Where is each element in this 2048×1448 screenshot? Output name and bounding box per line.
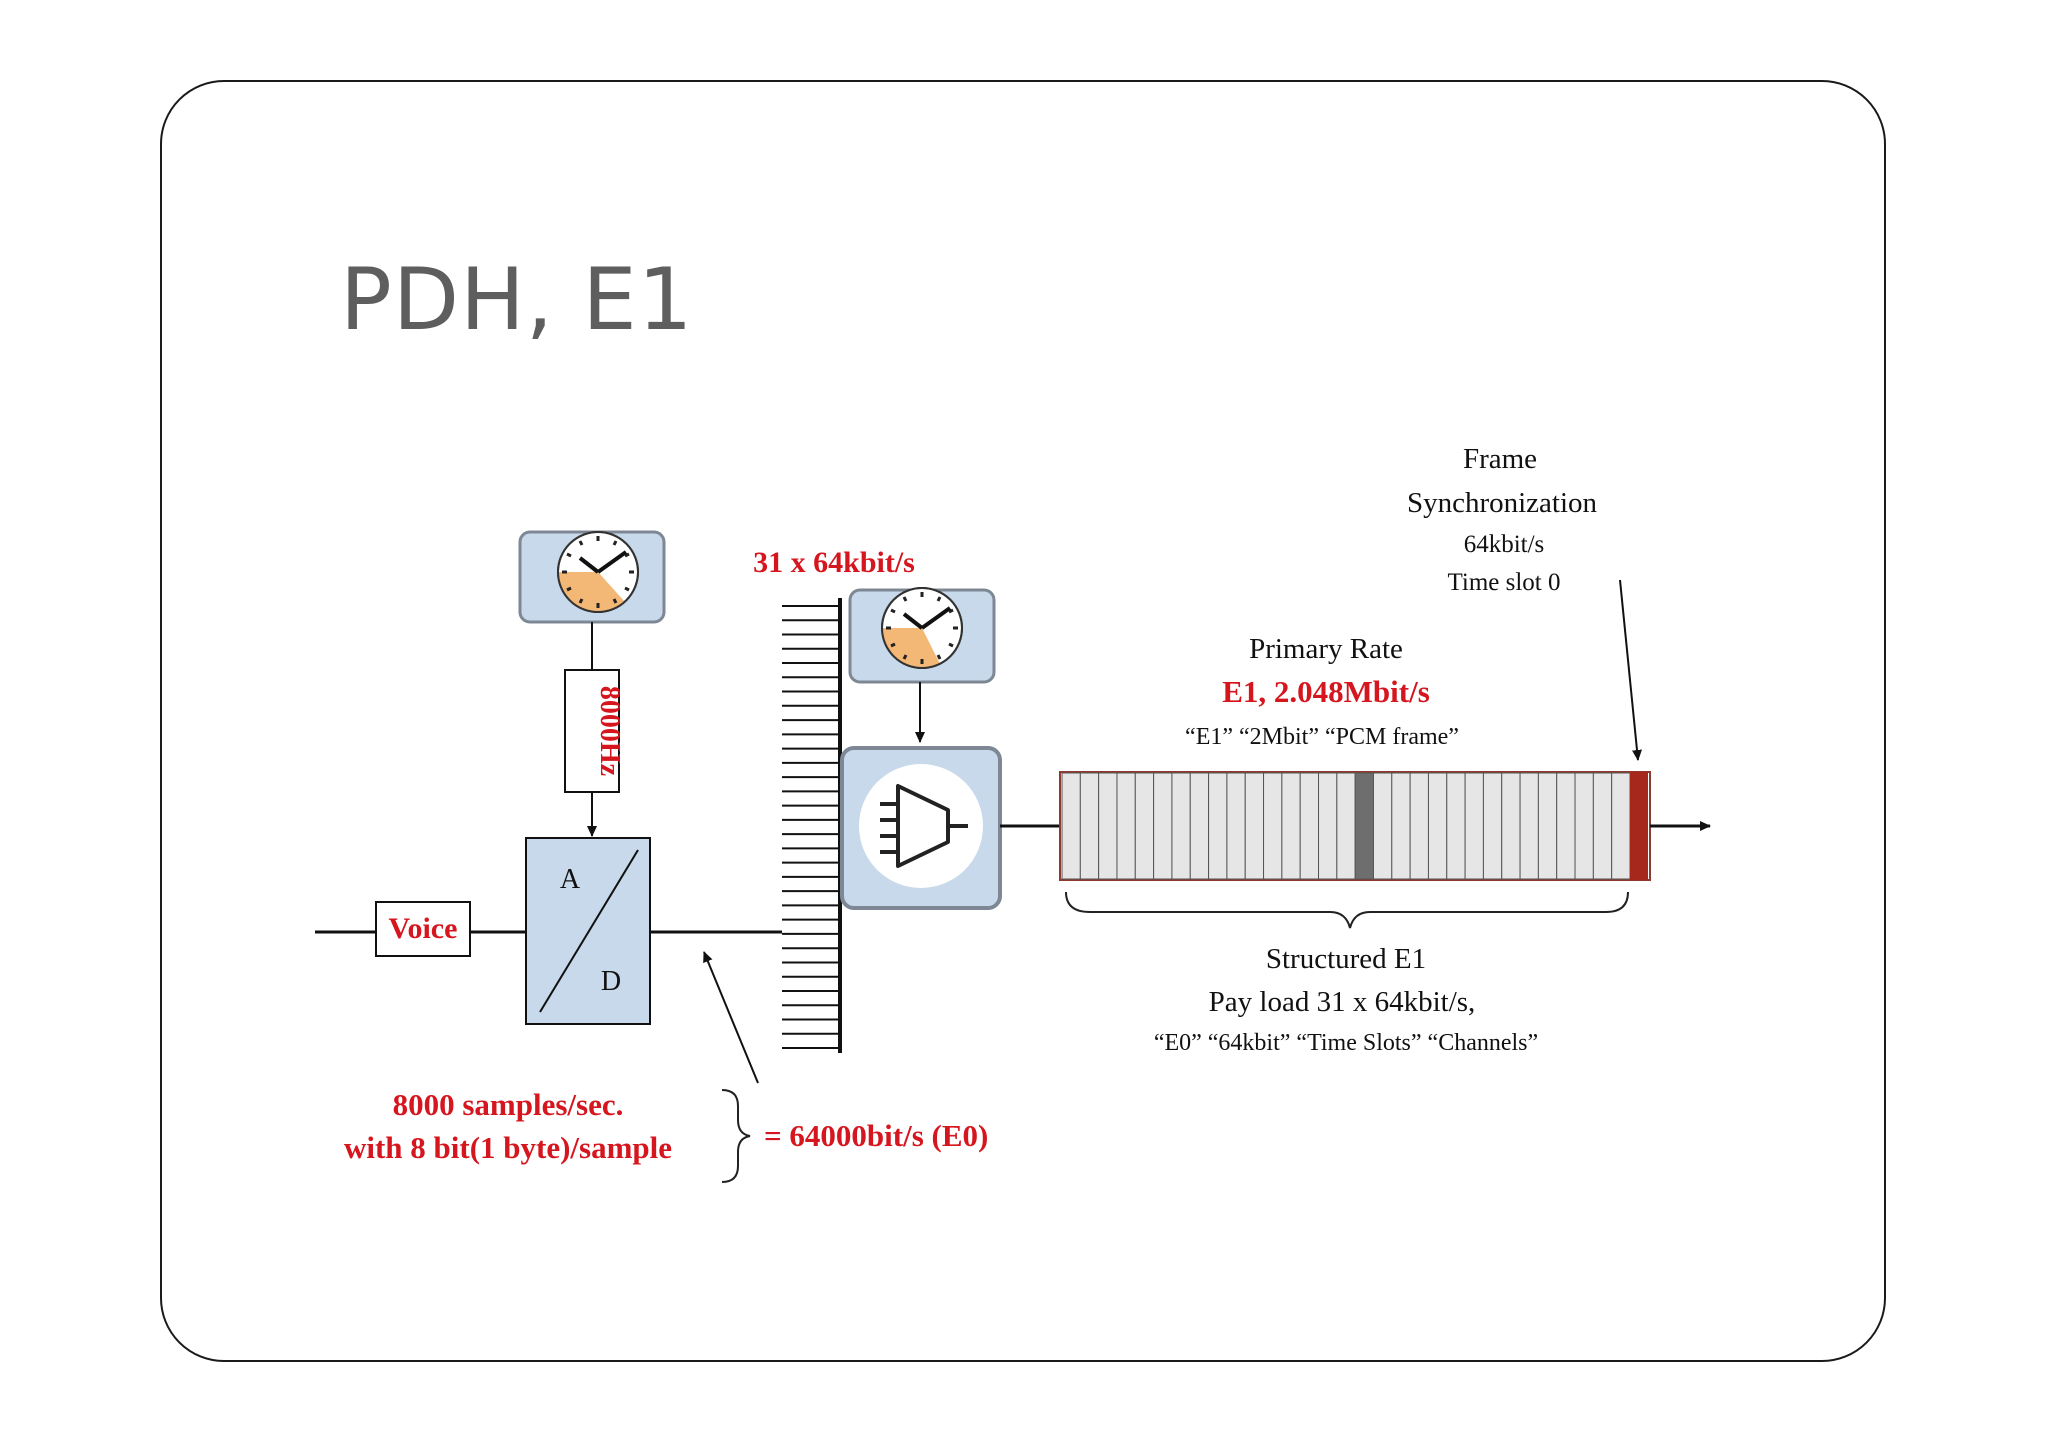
timeslot bbox=[1299, 772, 1320, 880]
timeslot bbox=[1519, 772, 1539, 880]
multiplexer-icon bbox=[840, 746, 1002, 910]
timeslot bbox=[1189, 772, 1210, 880]
timeslot bbox=[1611, 772, 1631, 880]
frame-sync-line3: 64kbit/s bbox=[1464, 531, 1545, 558]
timeslot bbox=[1098, 772, 1118, 880]
timeslot bbox=[1116, 772, 1136, 880]
timeslot bbox=[1482, 772, 1503, 880]
voice-label: Voice bbox=[389, 912, 458, 945]
timeslot bbox=[1592, 772, 1613, 880]
clock-icon bbox=[848, 587, 996, 684]
timeslot bbox=[1354, 772, 1374, 880]
clock-rate-label: 8000Hz bbox=[594, 686, 625, 776]
adc-bottom-label: D bbox=[601, 966, 621, 997]
timeslot bbox=[1061, 772, 1081, 880]
timeslot bbox=[1501, 772, 1521, 880]
primary-rate-aliases: “E1” “2Mbit” “PCM frame” bbox=[1185, 724, 1459, 750]
sampling-arrow bbox=[703, 951, 759, 1084]
ad-divider-line bbox=[539, 849, 639, 1013]
sampling-line1: 8000 samples/sec. bbox=[393, 1087, 624, 1122]
sync-timeslot bbox=[1630, 772, 1648, 880]
sampling-result: = 64000bit/s (E0) bbox=[764, 1118, 988, 1153]
timeslot bbox=[1171, 772, 1191, 880]
timeslot bbox=[1556, 772, 1576, 880]
timeslot bbox=[1446, 772, 1466, 880]
voice-box bbox=[375, 901, 471, 957]
timeslot bbox=[1244, 772, 1265, 880]
slide-title: PDH, E1 bbox=[340, 250, 694, 350]
timeslot bbox=[1537, 772, 1558, 880]
e1-frame bbox=[1059, 771, 1651, 881]
primary-rate-title: Primary Rate bbox=[1249, 633, 1403, 665]
sampling-brace bbox=[721, 1089, 751, 1183]
structured-line2: Pay load 31 x 64kbit/s, bbox=[1209, 986, 1476, 1018]
timeslot bbox=[1079, 772, 1100, 880]
timeslot bbox=[1372, 772, 1393, 880]
timeslot bbox=[1574, 772, 1594, 880]
frame-sync-line4: Time slot 0 bbox=[1447, 569, 1560, 596]
timeslot bbox=[1409, 772, 1429, 880]
structured-line3: “E0” “64kbit” “Time Slots” “Channels” bbox=[1154, 1030, 1538, 1056]
payload-brace bbox=[1065, 891, 1629, 929]
primary-rate-value: E1, 2.048Mbit/s bbox=[1222, 674, 1430, 709]
frame-sync-line2: Synchronization bbox=[1407, 487, 1598, 519]
timeslot bbox=[1134, 772, 1155, 880]
timeslot bbox=[1281, 772, 1301, 880]
structured-line1: Structured E1 bbox=[1266, 943, 1426, 975]
frame-sync-line1: Frame bbox=[1463, 443, 1537, 475]
adc-top-label: A bbox=[560, 864, 581, 895]
channel-rate-label: 31 x 64kbit/s bbox=[753, 546, 915, 579]
timeslot bbox=[1464, 772, 1484, 880]
clock-icon bbox=[518, 530, 666, 624]
timeslot bbox=[1318, 772, 1338, 880]
sampling-line2: with 8 bit(1 byte)/sample bbox=[344, 1130, 672, 1165]
clock-rate-box bbox=[564, 669, 620, 793]
timeslot bbox=[1263, 772, 1283, 880]
timeslot bbox=[1427, 772, 1448, 880]
timeslot bbox=[1226, 772, 1246, 880]
timeslot bbox=[1208, 772, 1228, 880]
timeslot bbox=[1336, 772, 1356, 880]
channel-comb bbox=[782, 598, 842, 1053]
slide-frame bbox=[160, 80, 1886, 1362]
frame-sync-arrow bbox=[1619, 579, 1642, 761]
timeslot bbox=[1153, 772, 1173, 880]
timeslot bbox=[1391, 772, 1411, 880]
